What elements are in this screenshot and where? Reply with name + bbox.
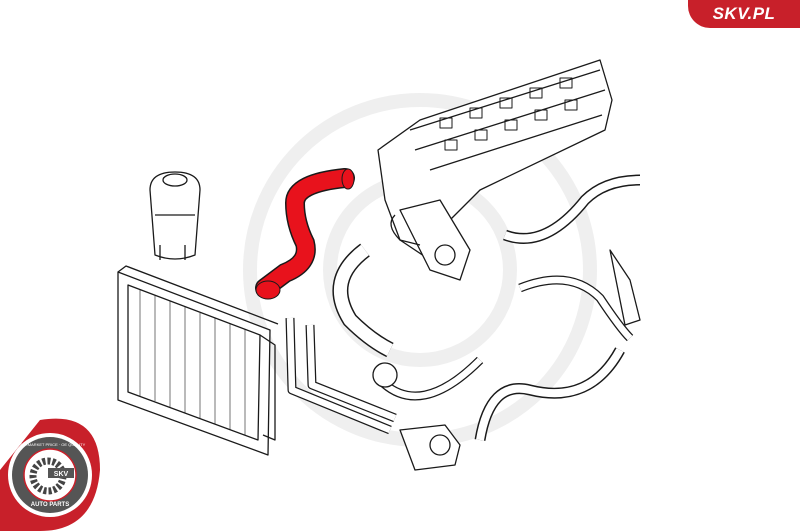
coolant-hoses [285,174,641,441]
svg-text:SKV: SKV [54,471,69,478]
skv-pl-badge: SKV.PL [688,0,800,28]
highlighted-radiator-hose [255,168,355,300]
water-pump [399,424,461,471]
cylinder-head [377,59,613,281]
radiator [117,265,279,456]
svg-text:AUTO PARTS: AUTO PARTS [31,502,69,508]
expansion-tank [149,171,201,260]
svg-text:AFTERMARKET PRICE · OE QUALITY: AFTERMARKET PRICE · OE QUALITY [15,442,86,447]
skv-logo: SKV AUTO PARTS AFTERMARKET PRICE · OE QU… [0,418,100,531]
